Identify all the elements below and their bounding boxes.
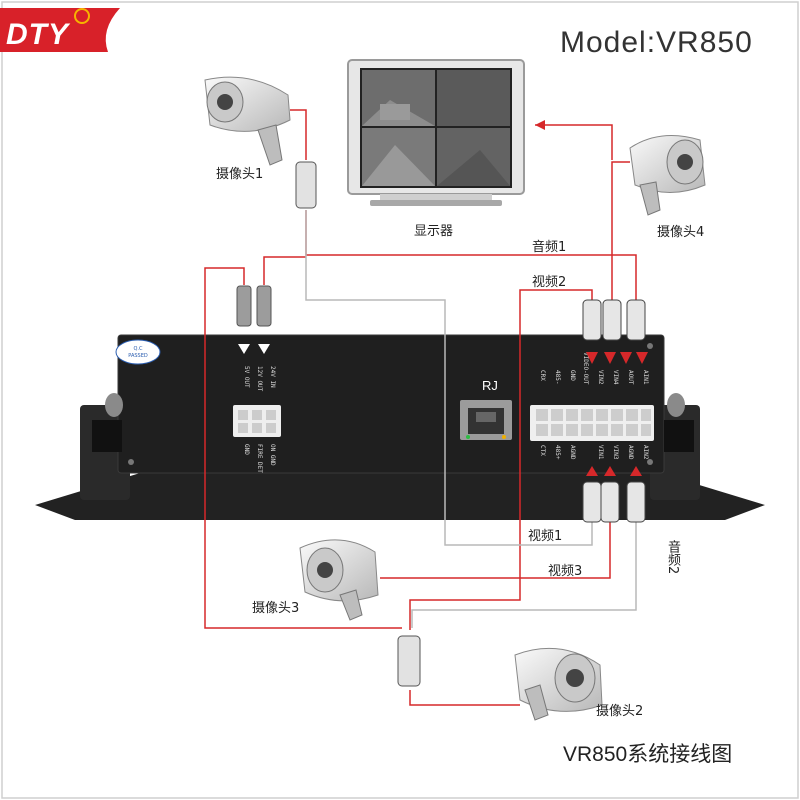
model-title: Model:VR850 bbox=[560, 26, 753, 59]
port-label: CRX bbox=[539, 370, 546, 381]
port-label: CTX bbox=[539, 445, 546, 456]
camera-2 bbox=[514, 647, 603, 721]
port-label: GND bbox=[569, 370, 576, 381]
wire-power-b bbox=[204, 267, 402, 629]
wire-cam2 bbox=[409, 690, 520, 706]
monitor bbox=[347, 59, 525, 206]
power-arrows bbox=[238, 344, 270, 354]
wire-video3 bbox=[380, 520, 611, 579]
io-port-labels: CRX 485- GND VIDEO-OUT VIN2 VIN4 AOUT AI… bbox=[539, 352, 649, 460]
camera-3 bbox=[299, 539, 379, 621]
port-label: GND bbox=[243, 444, 250, 455]
camera-4 bbox=[629, 135, 706, 216]
port-label: AIN1 bbox=[642, 370, 649, 385]
port-label: FIRE DET bbox=[256, 444, 263, 473]
label-audio-2: 音频2 bbox=[665, 540, 680, 575]
port-label: AOUT bbox=[627, 370, 634, 385]
label-video-1: 视频1 bbox=[528, 529, 563, 544]
port-label: VIN3 bbox=[612, 445, 619, 460]
dvr-box: Q.C PASSED bbox=[35, 334, 765, 520]
port-label: VIN4 bbox=[612, 370, 619, 385]
brand-name: DTY bbox=[6, 18, 69, 51]
port-label: VIN2 bbox=[597, 370, 604, 385]
arrow-to-monitor bbox=[535, 120, 545, 130]
label-camera-3: 摄像头3 bbox=[252, 601, 300, 616]
port-label: 24V IN bbox=[269, 366, 276, 388]
label-monitor: 显示器 bbox=[414, 224, 454, 239]
wire-cam4 bbox=[611, 161, 630, 300]
port-label: 12V OUT bbox=[256, 366, 263, 392]
diagram-caption: VR850系统接线图 bbox=[563, 743, 733, 766]
port-label: AGND bbox=[627, 445, 634, 460]
port-label: 485+ bbox=[554, 445, 561, 460]
port-label: 485- bbox=[554, 370, 561, 384]
port-label: VIDEO-OUT bbox=[582, 352, 589, 385]
rj-label: RJ bbox=[482, 378, 498, 393]
wire-power-a bbox=[263, 256, 306, 285]
label-camera-1: 摄像头1 bbox=[216, 167, 264, 182]
power-port-labels: 5V OUT 12V OUT 24V IN GND FIRE DET ON GN… bbox=[243, 366, 276, 473]
wiring bbox=[204, 109, 637, 706]
label-video-2: 视频2 bbox=[532, 275, 567, 290]
qc-line2: PASSED bbox=[128, 353, 148, 359]
camera-1 bbox=[204, 76, 291, 166]
wire-video1 bbox=[305, 210, 593, 546]
port-label: AGND bbox=[569, 445, 576, 460]
label-audio-1: 音频1 bbox=[532, 240, 567, 255]
port-label: ON GND bbox=[269, 444, 276, 466]
wire-video2 bbox=[409, 289, 593, 630]
wire-audio2 bbox=[411, 520, 637, 628]
plugs bbox=[236, 161, 646, 687]
wire-cam1 bbox=[290, 109, 307, 160]
port-label: AIN2 bbox=[642, 445, 649, 460]
label-video-3: 视频3 bbox=[548, 564, 583, 579]
brand-logo bbox=[0, 8, 120, 52]
wire-monitor bbox=[535, 124, 613, 160]
port-label: 5V OUT bbox=[243, 366, 250, 388]
input-arrows bbox=[586, 352, 648, 476]
qc-line1: Q.C bbox=[133, 346, 143, 352]
label-camera-2: 摄像头2 bbox=[596, 704, 644, 719]
label-camera-4: 摄像头4 bbox=[657, 225, 705, 240]
port-label: VIN1 bbox=[597, 445, 604, 460]
